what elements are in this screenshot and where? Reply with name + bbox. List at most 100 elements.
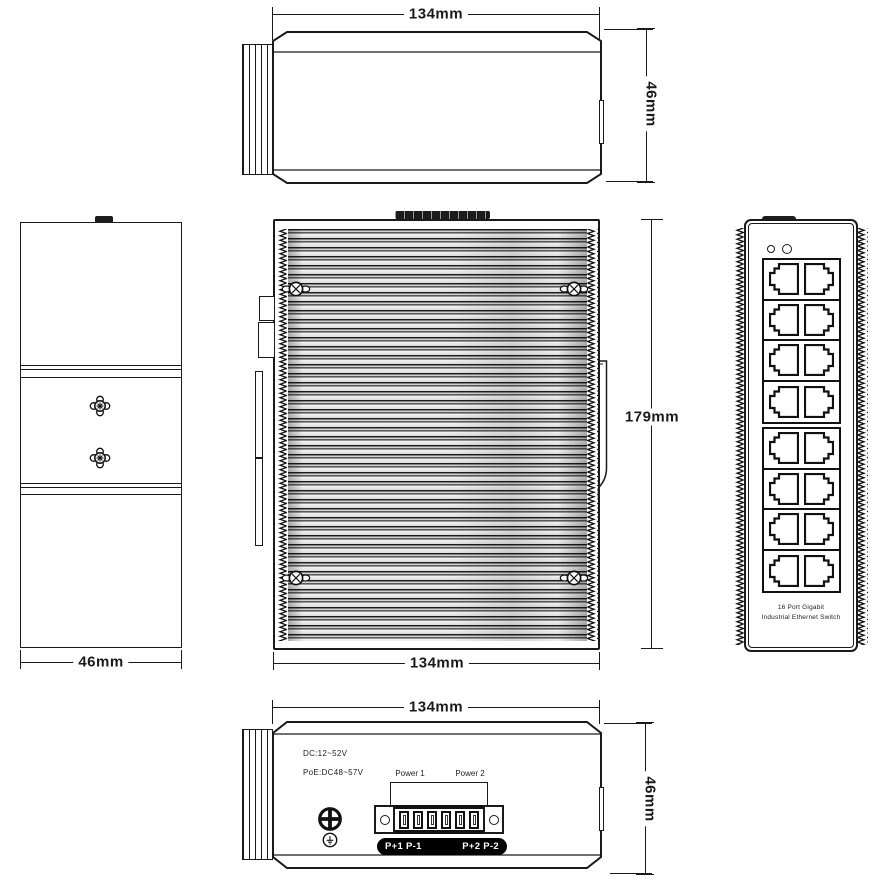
terminal-slot	[441, 810, 451, 829]
dim-extension-line	[20, 650, 21, 668]
power1-label: Power 1	[395, 769, 425, 778]
panel-product-label: 16 Port Gigabit Industrial Ethernet Swit…	[746, 603, 856, 623]
panel-seam-line	[21, 377, 181, 378]
terminal-pin	[472, 814, 476, 825]
rj45-port-icon	[769, 386, 799, 418]
rj45-port-icon	[769, 344, 799, 376]
din-bracket-profile	[597, 360, 608, 498]
dim-label-front-width: 134mm	[404, 654, 470, 672]
panel-seam-line	[21, 483, 181, 484]
dim-extension-line	[272, 10, 273, 40]
terminal-mount-ear	[483, 805, 504, 834]
terminal-slot	[455, 810, 465, 829]
top-view-body	[272, 31, 602, 184]
terminal-block-housing	[390, 782, 488, 807]
terminal-slot-strip	[395, 805, 483, 834]
poe-rating-label: PoE:DC48~57V	[303, 768, 364, 777]
screw-icon	[281, 569, 311, 587]
rj45-port-row	[764, 382, 839, 423]
rj45-port-icon	[804, 304, 834, 336]
mounting-strip	[255, 458, 263, 546]
left-view-body	[20, 222, 182, 648]
dim-tick	[636, 874, 654, 875]
terminal-slot	[413, 810, 423, 829]
dim-label-top-depth: 46mm	[642, 76, 660, 132]
panel-frame-inner	[748, 223, 854, 648]
pinout-right-label: P+2 P-2	[462, 841, 499, 852]
led-indicator	[782, 244, 792, 254]
rj45-port-icon	[769, 473, 799, 505]
bottom-view-right-nub	[599, 787, 604, 831]
pinout-left-label: P+1 P-1	[385, 841, 422, 852]
rj45-port-icon	[769, 263, 799, 295]
front-view-top-connector	[395, 211, 490, 219]
panel-label-line2: Industrial Ethernet Switch	[761, 614, 841, 622]
rj45-port-icon	[769, 513, 799, 545]
screw-icon	[559, 569, 589, 587]
dim-label-front-height: 179mm	[619, 408, 685, 426]
panel-seam-line	[21, 369, 181, 370]
terminal-slot	[469, 810, 479, 829]
terminal-pin	[416, 814, 420, 825]
terminal-pin	[458, 814, 462, 825]
rj45-port-icon	[769, 555, 799, 587]
rj45-port-group	[762, 427, 841, 593]
screw-icon	[88, 394, 112, 418]
dim-tick	[637, 182, 655, 183]
dim-label-top-width: 134mm	[403, 5, 469, 23]
din-rail-clip-edge	[242, 729, 273, 860]
dim-extension-line	[272, 701, 273, 724]
dim-extension-line	[599, 652, 600, 670]
dim-extension-line	[181, 650, 182, 668]
rj45-port-row	[764, 260, 839, 301]
terminal-block	[374, 805, 504, 834]
rj45-port-row	[764, 470, 839, 510]
top-view-right-nub	[599, 100, 604, 144]
rj45-port-row	[764, 301, 839, 341]
rj45-port-icon	[804, 473, 834, 505]
rj45-port-icon	[769, 304, 799, 336]
terminal-pinout-label: P+1 P-1 P+2 P-2	[377, 838, 507, 855]
dim-label-bottom-width: 134mm	[403, 698, 469, 716]
panel-seam-line	[21, 487, 181, 488]
rj45-port-icon	[804, 263, 834, 295]
rj45-port-group	[762, 258, 841, 424]
din-rail-clip-edge	[242, 44, 273, 175]
side-tab	[259, 296, 275, 321]
rj45-port-icon	[769, 432, 799, 464]
terminal-slot	[427, 810, 437, 829]
screw-icon	[281, 280, 311, 298]
terminal-pin	[402, 814, 406, 825]
dim-extension-line	[610, 873, 652, 874]
screw-icon	[559, 280, 589, 298]
dim-extension-line	[606, 181, 653, 182]
dim-extension-line	[273, 652, 274, 670]
panel-left-teeth	[734, 228, 745, 645]
dim-tick	[636, 722, 654, 723]
heatsink-left-teeth	[277, 229, 288, 641]
left-view-top-tab	[95, 216, 113, 223]
terminal-pin	[444, 814, 448, 825]
dim-tick	[641, 219, 663, 220]
earth-ground-icon	[322, 832, 338, 848]
screw-hole-icon	[488, 814, 499, 825]
dim-extension-line	[599, 10, 600, 40]
dim-label-left-width: 46mm	[73, 653, 129, 671]
terminal-slot	[399, 810, 409, 829]
rj45-port-icon	[804, 386, 834, 418]
rj45-port-row	[764, 551, 839, 592]
dim-extension-line	[604, 29, 653, 30]
screw-hole-icon	[379, 814, 390, 825]
dim-tick	[641, 648, 663, 649]
dim-extension-line	[599, 701, 600, 724]
screw-icon	[88, 446, 112, 470]
ground-screw-icon	[317, 806, 343, 832]
terminal-pin	[430, 814, 434, 825]
rj45-port-icon	[804, 513, 834, 545]
panel-label-line1: 16 Port Gigabit	[777, 604, 825, 611]
led-indicator	[767, 245, 775, 253]
dim-tick	[637, 28, 655, 29]
rj45-port-row	[764, 429, 839, 470]
rj45-port-icon	[804, 344, 834, 376]
